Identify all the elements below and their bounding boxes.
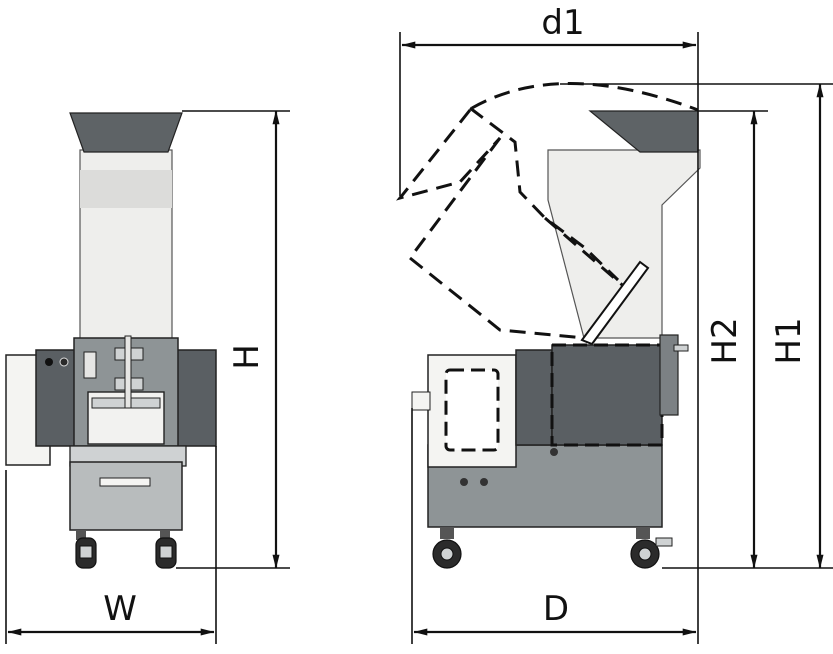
side-open-hopper-dashed xyxy=(395,109,502,201)
side-bolt-3 xyxy=(550,448,558,456)
side-dimensions: d1 D H2 H1 xyxy=(399,3,833,644)
side-view xyxy=(395,82,701,569)
front-stop-button xyxy=(45,358,53,366)
side-hopper xyxy=(588,110,699,153)
h2-label: H2 xyxy=(705,317,745,364)
front-hopper xyxy=(69,112,183,153)
side-latch-pin xyxy=(673,344,689,352)
front-view xyxy=(5,112,217,569)
side-bolt-2 xyxy=(480,478,488,486)
side-swing-arc xyxy=(471,82,699,112)
front-lock-rod xyxy=(124,335,132,409)
side-open-frame-line xyxy=(469,106,620,282)
d1-label: d1 xyxy=(541,3,584,43)
side-latch-block xyxy=(659,334,679,416)
front-bin xyxy=(69,461,183,531)
side-leg-left xyxy=(440,527,454,539)
h-label: H xyxy=(227,344,267,370)
side-lid-lever xyxy=(580,260,650,346)
side-shaft-cap xyxy=(411,391,431,411)
side-leg-right xyxy=(636,527,650,539)
front-leg-right xyxy=(160,530,170,540)
side-chute xyxy=(547,149,701,339)
side-open-chute-dashed xyxy=(407,137,586,340)
d-label: D xyxy=(543,589,569,629)
front-dimensions: H W xyxy=(5,110,290,644)
side-hub-right xyxy=(638,547,652,561)
side-flywheel-housing xyxy=(515,349,553,446)
front-chute-band xyxy=(80,170,172,208)
front-switch-box xyxy=(83,351,97,379)
h1-label: H1 xyxy=(769,317,809,364)
side-bolt-1 xyxy=(460,478,468,486)
front-start-button xyxy=(59,357,69,367)
side-cutting-chamber xyxy=(551,344,663,446)
front-bin-handle xyxy=(99,477,151,487)
side-wheel-brake xyxy=(655,537,673,547)
front-hub-left xyxy=(79,545,93,559)
side-hub-left xyxy=(440,547,454,561)
side-open-side-dashed xyxy=(544,216,629,292)
side-motor-window xyxy=(444,368,500,452)
w-label: W xyxy=(103,589,137,629)
front-leg-left xyxy=(76,530,86,540)
front-hub-right xyxy=(159,545,173,559)
